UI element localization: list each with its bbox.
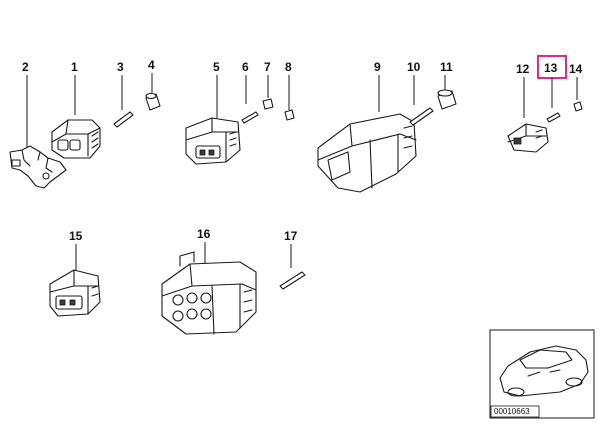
- callout-1[interactable]: 1: [71, 60, 78, 74]
- part-3-pin[interactable]: [113, 111, 134, 128]
- part-1-connector[interactable]: [51, 119, 101, 159]
- part-8-sleeve[interactable]: [284, 109, 295, 121]
- part-11-sleeve[interactable]: [437, 89, 457, 110]
- part-10-pin[interactable]: [409, 107, 434, 126]
- callout-11[interactable]: 11: [440, 60, 453, 74]
- part-17-pin[interactable]: [279, 271, 306, 290]
- callout-5[interactable]: 5: [213, 60, 220, 74]
- car-outline-icon: [499, 345, 589, 397]
- callout-14[interactable]: 14: [569, 62, 583, 76]
- thumbnail-code: 00010663: [494, 407, 530, 416]
- part-6-pin[interactable]: [241, 111, 259, 124]
- callout-4[interactable]: 4: [148, 58, 155, 72]
- part-16-connector[interactable]: [161, 251, 257, 335]
- part-2-bracket[interactable]: [9, 145, 67, 189]
- part-5-connector[interactable]: [185, 117, 241, 165]
- callout-16[interactable]: 16: [197, 227, 211, 241]
- part-12-connector[interactable]: [507, 123, 549, 153]
- part-7-sleeve[interactable]: [262, 98, 274, 110]
- part-9-connector[interactable]: [317, 113, 417, 193]
- leader-lines: [26, 73, 578, 270]
- vehicle-thumbnail: 00010663: [489, 329, 595, 419]
- part-15-connector[interactable]: [49, 269, 101, 317]
- part-14-sleeve[interactable]: [573, 101, 583, 112]
- callout-15[interactable]: 15: [69, 229, 83, 243]
- part-13-pin[interactable]: [546, 112, 561, 123]
- callout-13[interactable]: 13: [544, 61, 558, 75]
- part-4-sleeve[interactable]: [145, 92, 161, 111]
- callout-9[interactable]: 9: [374, 60, 381, 74]
- callout-numbers: 2 1 3 4 5 6 7 8 9 10 11 12 13 14 15 16 1…: [22, 58, 583, 243]
- callout-7[interactable]: 7: [264, 60, 271, 74]
- callout-8[interactable]: 8: [285, 60, 292, 74]
- callout-17[interactable]: 17: [284, 229, 298, 243]
- callout-3[interactable]: 3: [117, 60, 124, 74]
- callout-12[interactable]: 12: [516, 62, 530, 76]
- callout-6[interactable]: 6: [242, 60, 249, 74]
- callout-10[interactable]: 10: [407, 60, 421, 74]
- callout-2[interactable]: 2: [22, 60, 29, 74]
